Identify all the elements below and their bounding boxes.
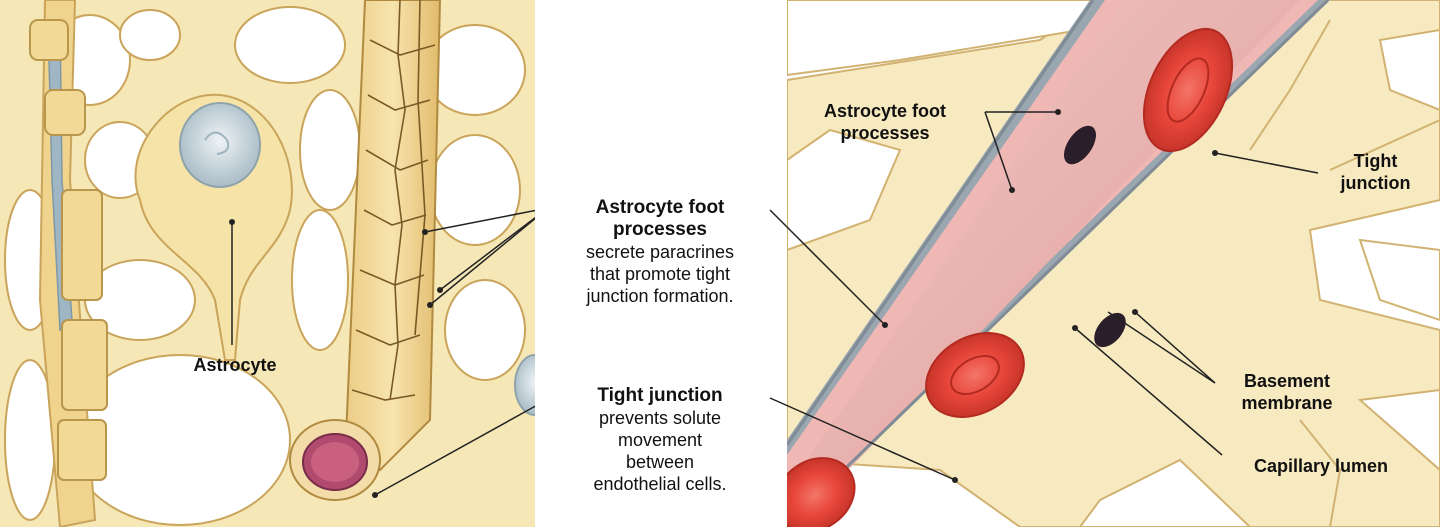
tight-line-2: movement <box>617 430 703 450</box>
right-illustration <box>787 0 1440 527</box>
middle-leader-lines <box>769 209 956 481</box>
capillary-right <box>787 0 1330 527</box>
tight-junction-description: Tight junction prevents solute movement … <box>540 385 780 495</box>
tight-line-1: prevents solute <box>598 408 722 428</box>
tight-heading: Tight junction <box>597 385 723 406</box>
foot-line-3: junction formation. <box>586 286 734 306</box>
left-leader-lines <box>231 209 535 496</box>
foot-processes-description: Astrocyte foot processes secrete paracri… <box>540 197 780 307</box>
foot-line-1: secrete paracrines <box>585 242 735 262</box>
partial-nucleus <box>514 354 535 416</box>
left-process <box>29 0 108 527</box>
astrocyte-cell <box>134 93 293 361</box>
left-illustration <box>0 0 535 527</box>
tight-line-4: endothelial cells. <box>593 474 727 494</box>
foot-heading-2: processes <box>612 219 707 240</box>
foot-heading-1: Astrocyte foot <box>595 197 725 218</box>
foot-line-2: that promote tight <box>589 264 731 284</box>
tight-line-3: between <box>625 452 695 472</box>
right-lumen-label: Capillary lumen <box>1253 456 1389 476</box>
right-leader-dots <box>1009 109 1218 331</box>
capillary-left <box>289 0 442 501</box>
right-leader-lines <box>984 111 1319 456</box>
left-leader-dots <box>229 219 443 498</box>
astrocyte-label: Astrocyte <box>193 355 277 375</box>
